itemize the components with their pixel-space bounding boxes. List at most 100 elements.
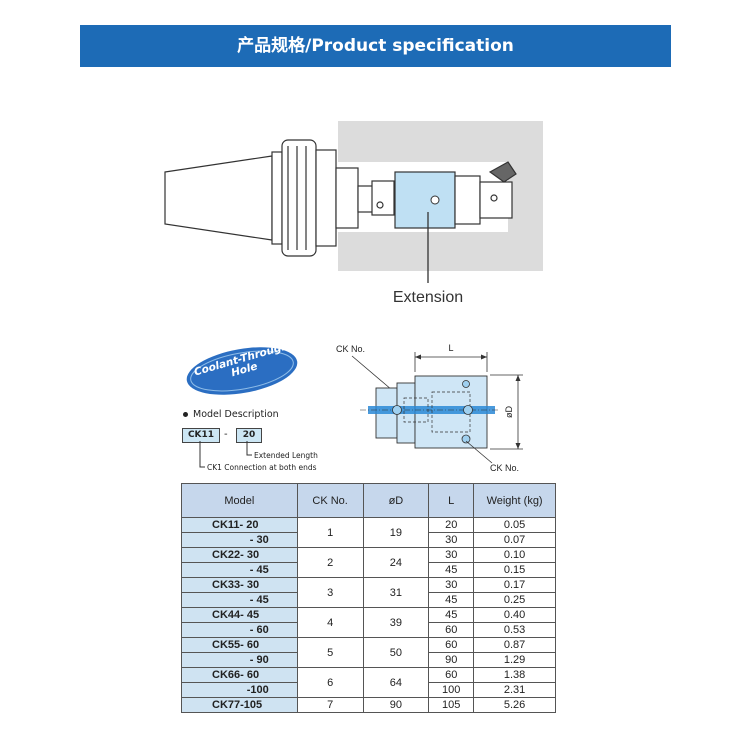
boring-head [454, 161, 517, 225]
extension-label: Extension [393, 289, 463, 306]
model-cell: - 60 [181, 622, 298, 638]
tool-holder-illustration: Extension [164, 121, 543, 306]
diameter-cell: 39 [362, 607, 430, 638]
length-cell: 60 [428, 622, 475, 638]
diameter-cell: 19 [362, 517, 430, 548]
model-cell: - 45 [181, 592, 298, 608]
diameter-cell: 50 [362, 637, 430, 668]
bullet-icon [183, 412, 188, 417]
ck-no-leader-bottom [465, 440, 493, 464]
holder-flange [281, 139, 359, 257]
length-label: L [448, 343, 453, 353]
ck-no-cell: 4 [296, 607, 364, 638]
weight-cell: 5.26 [473, 697, 556, 713]
model-cell: CK44- 45 [181, 607, 298, 623]
header-banner: 产品规格/Product specification [80, 25, 671, 67]
screw-top [462, 380, 470, 388]
weight-cell: 0.40 [473, 607, 556, 623]
header-length: L [428, 483, 475, 518]
length-cell: 45 [428, 592, 475, 608]
extension-screw [430, 195, 440, 205]
length-cell: 30 [428, 532, 475, 548]
length-cell: 20 [428, 517, 475, 533]
ck-no-cell: 6 [296, 667, 364, 698]
weight-cell: 0.15 [473, 562, 556, 578]
ck-no-cell: 2 [296, 547, 364, 578]
screw-left [392, 405, 402, 415]
model-cell: CK22- 30 [181, 547, 298, 563]
model-cell: - 45 [181, 562, 298, 578]
ck-no-cell: 1 [296, 517, 364, 548]
weight-cell: 0.10 [473, 547, 556, 563]
weight-cell: 1.29 [473, 652, 556, 668]
ck-no-label-top: CK No. [336, 344, 365, 354]
weight-cell: 2.31 [473, 682, 556, 698]
ck-no-cell: 3 [296, 577, 364, 608]
ck-no-cell: 5 [296, 637, 364, 668]
model-description-title: Model Description [183, 409, 279, 420]
diameter-cell: 24 [362, 547, 430, 578]
model-cell: CK77-105 [181, 697, 298, 713]
extension-detail-drawing: CK No. L øD CK No. [336, 343, 523, 473]
diameter-cell: 90 [362, 697, 430, 713]
taper-shank [164, 151, 283, 245]
diameter-cell: 64 [362, 667, 430, 698]
ck-no-leader-top [351, 355, 393, 391]
screw-bottom [461, 434, 471, 444]
model-code-leaders [199, 441, 252, 468]
length-cell: 100 [428, 682, 475, 698]
note-connection: CK1 Connection at both ends [207, 463, 317, 472]
header-model: Model [181, 483, 298, 518]
model-code-length: 20 [236, 428, 262, 443]
weight-cell: 0.53 [473, 622, 556, 638]
model-cell: - 90 [181, 652, 298, 668]
weight-cell: 0.87 [473, 637, 556, 653]
model-cell: -100 [181, 682, 298, 698]
weight-cell: 0.05 [473, 517, 556, 533]
extension-body [394, 171, 456, 229]
model-cell: CK33- 30 [181, 577, 298, 593]
weight-cell: 1.38 [473, 667, 556, 683]
length-cell: 60 [428, 667, 475, 683]
header-ck-no: CK No. [296, 483, 364, 518]
length-cell: 30 [428, 577, 475, 593]
length-cell: 30 [428, 547, 475, 563]
model-cell: - 30 [181, 532, 298, 548]
length-cell: 90 [428, 652, 475, 668]
weight-cell: 0.07 [473, 532, 556, 548]
screw-center [463, 405, 473, 415]
header-diameter: øD [362, 483, 430, 518]
header-weight: Weight (kg) [473, 483, 556, 518]
diameter-cell: 31 [362, 577, 430, 608]
length-cell: 60 [428, 637, 475, 653]
diameter-label: øD [504, 406, 514, 418]
note-extended-length: Extended Length [254, 451, 318, 460]
weight-cell: 0.17 [473, 577, 556, 593]
model-cell: CK66- 60 [181, 667, 298, 683]
weight-cell: 0.25 [473, 592, 556, 608]
model-cell: CK11- 20 [181, 517, 298, 533]
length-cell: 45 [428, 607, 475, 623]
model-cell: CK55- 60 [181, 637, 298, 653]
model-code-prefix: CK11 [182, 428, 220, 443]
connector-stub [357, 180, 395, 216]
ck-no-cell: 7 [296, 697, 364, 713]
ck-no-label-bottom: CK No. [490, 463, 519, 473]
coolant-through-badge: Coolant-Through Hole [183, 340, 301, 397]
model-code-separator: - [224, 429, 228, 440]
table-header-row: Model CK No. øD L Weight (kg) [181, 483, 556, 518]
page-title: 产品规格/Product specification [237, 36, 514, 56]
length-cell: 45 [428, 562, 475, 578]
